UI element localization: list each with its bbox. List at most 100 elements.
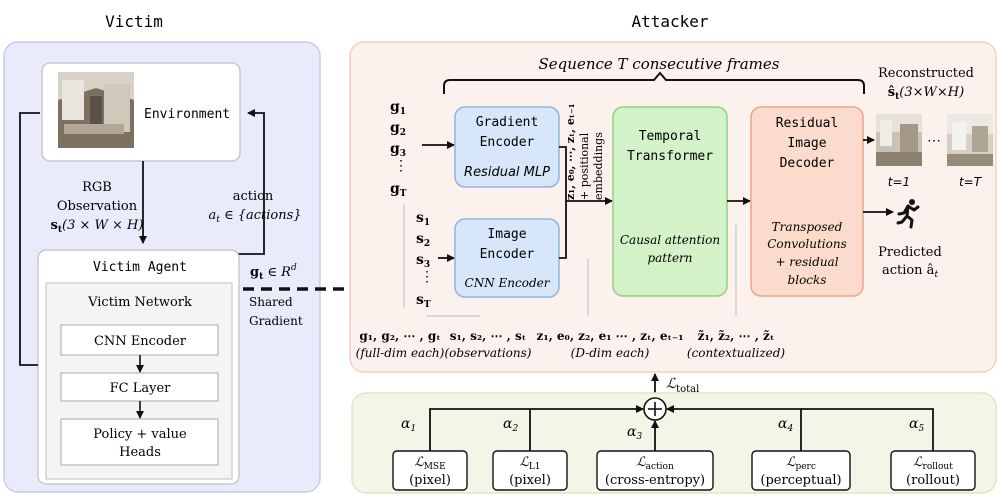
victim-heads-box <box>60 418 219 466</box>
reconstructed-shape: ŝt(3×W×H) <box>888 85 964 102</box>
action-label: action <box>233 189 274 204</box>
loss-l1-box <box>492 450 568 491</box>
frame-first-label: t=1 <box>888 175 910 189</box>
gradient-symbol: gt ∈ Rd <box>250 263 297 282</box>
total-loss-label: ℒtotal <box>666 376 699 395</box>
sequence-brace <box>443 71 865 94</box>
image-encoder-line1: Image <box>487 227 526 242</box>
predicted-line2: action ât <box>882 263 939 280</box>
decoder-line1: Residual <box>776 116 839 131</box>
causal-line1: Causal attention <box>620 233 720 247</box>
predicted-line1: Predicted <box>878 245 942 260</box>
frame-dots: ⋯ <box>927 133 941 149</box>
loss-perc-box <box>751 450 851 491</box>
victim-fc-box <box>60 372 219 402</box>
loss-action-name: ℒaction <box>636 455 674 472</box>
residual-decoder-box <box>750 106 864 297</box>
bottom-token-seq: z₁, e₀, z₂, e₁ ⋯ , zₜ, eₜ₋₁ <box>537 329 684 343</box>
positional-label-2: embeddings <box>592 132 605 200</box>
loss1-connector <box>429 405 644 451</box>
rgb-label: RGB <box>82 180 112 195</box>
obs-input-1: s1 <box>416 210 430 228</box>
gradient-label: Gradient <box>249 314 303 328</box>
image-encoder-line2: Encoder <box>480 247 535 262</box>
residual-mlp-label: Residual MLP <box>464 165 550 180</box>
observation-shape: st(3 × W × H) <box>51 218 144 235</box>
reconstructed-frame-1 <box>876 114 922 166</box>
gradient-inputs: g1 g2 g3 ⋮ gT <box>390 99 408 199</box>
token-sequence-label: z₁, e₀, ⋯, zₜ, eₜ₋₁ <box>564 103 577 200</box>
grad-input-dots: ⋮ <box>394 158 408 174</box>
bottom-grad-note: (full-dim each) <box>356 346 445 360</box>
loss-perc-type: (perceptual) <box>760 473 841 488</box>
environment-image <box>58 72 134 148</box>
alpha-3: α3 <box>627 424 642 442</box>
positional-label-1: + positional <box>578 132 591 200</box>
victim-title: Victim <box>105 12 163 31</box>
cnn-encoder-label: CNN Encoder <box>465 276 551 290</box>
obs-input-dots: ⋮ <box>420 269 434 285</box>
alpha-1: α1 <box>401 416 416 434</box>
loss5-connector <box>801 408 934 451</box>
bottom-context-note: (contextualized) <box>687 346 786 360</box>
grad-input-2: g2 <box>390 120 406 138</box>
loss-mse-type: (pixel) <box>409 473 451 488</box>
attacker-title: Attacker <box>631 12 708 31</box>
bottom-obs-note: (observations) <box>445 346 532 360</box>
grad-input-t: gT <box>390 181 407 199</box>
reconstructed-label: Reconstructed <box>878 66 974 81</box>
bottom-context-seq: z̃₁, z̃₂, ⋯ , z̃ₜ <box>698 329 775 343</box>
transformer-line2: Transformer <box>627 149 713 164</box>
action-set: at ∈ {actions} <box>208 208 301 225</box>
transposed-line2: Convolutions <box>767 237 846 251</box>
frame-last-label: t=T <box>959 175 983 189</box>
shared-label: Shared <box>249 295 293 309</box>
grad-encoder-to-transformer-arrow <box>559 146 613 205</box>
decoder-line3: Decoder <box>780 156 835 171</box>
victim-fc-label: FC Layer <box>110 381 172 396</box>
victim-heads-line2: Heads <box>119 445 161 460</box>
running-person-icon <box>896 199 920 229</box>
bottom-token-note: (D-dim each) <box>571 346 650 360</box>
obs-input-3: s3 <box>416 252 430 270</box>
alpha-5: α5 <box>909 416 924 434</box>
reconstructed-frame-t <box>947 114 993 166</box>
loss-l1-name: ℒL1 <box>519 455 540 472</box>
loss-mse-box <box>392 450 468 491</box>
gradient-encoder-line1: Gradient <box>476 115 539 130</box>
loss-rollout-box <box>890 450 976 491</box>
obs-input-t: sT <box>416 292 431 310</box>
action-arrow <box>238 109 265 255</box>
loss-rollout-type: (rollout) <box>906 473 960 488</box>
transposed-line1: Transposed <box>772 220 843 234</box>
transposed-line3: + residual <box>775 255 838 269</box>
image-encoder-merge-line <box>559 201 567 259</box>
bottom-obs-seq: s₁, s₂, ⋯ , sₜ <box>450 329 526 343</box>
causal-line2: pattern <box>647 251 692 265</box>
victim-agent-label: Victim Agent <box>93 260 187 275</box>
loss-perc-name: ℒperc <box>786 455 816 472</box>
sequence-label: Sequence T consecutive frames <box>539 55 780 73</box>
victim-cnn-label: CNN Encoder <box>94 334 187 349</box>
grad-input-1: g1 <box>390 99 406 117</box>
transformer-line1: Temporal <box>639 129 702 144</box>
loss-l1-type: (pixel) <box>509 473 551 488</box>
observation-inputs: s1 s2 s3 ⋮ sT <box>416 210 434 310</box>
loss-mse-name: ℒMSE <box>414 455 445 472</box>
obs-input-2: s2 <box>416 231 430 249</box>
network-feedback-line <box>19 112 40 366</box>
bottom-grad-seq: g₁, g₂, ⋯ , gₜ <box>359 329 440 343</box>
victim-heads-line1: Policy + value <box>93 427 187 442</box>
victim-network-label: Victim Network <box>87 295 192 310</box>
grad-input-3: g3 <box>390 141 406 159</box>
alpha-2: α2 <box>503 416 518 434</box>
loss-rollout-name: ℒrollout <box>913 455 953 472</box>
gradient-encoder-line2: Encoder <box>480 135 535 150</box>
loss-action-type: (cross-entropy) <box>605 473 705 488</box>
decoder-line2: Image <box>787 136 826 151</box>
loss-action-box <box>596 450 714 491</box>
alpha-4: α4 <box>778 416 793 434</box>
transposed-line4: blocks <box>788 273 827 287</box>
